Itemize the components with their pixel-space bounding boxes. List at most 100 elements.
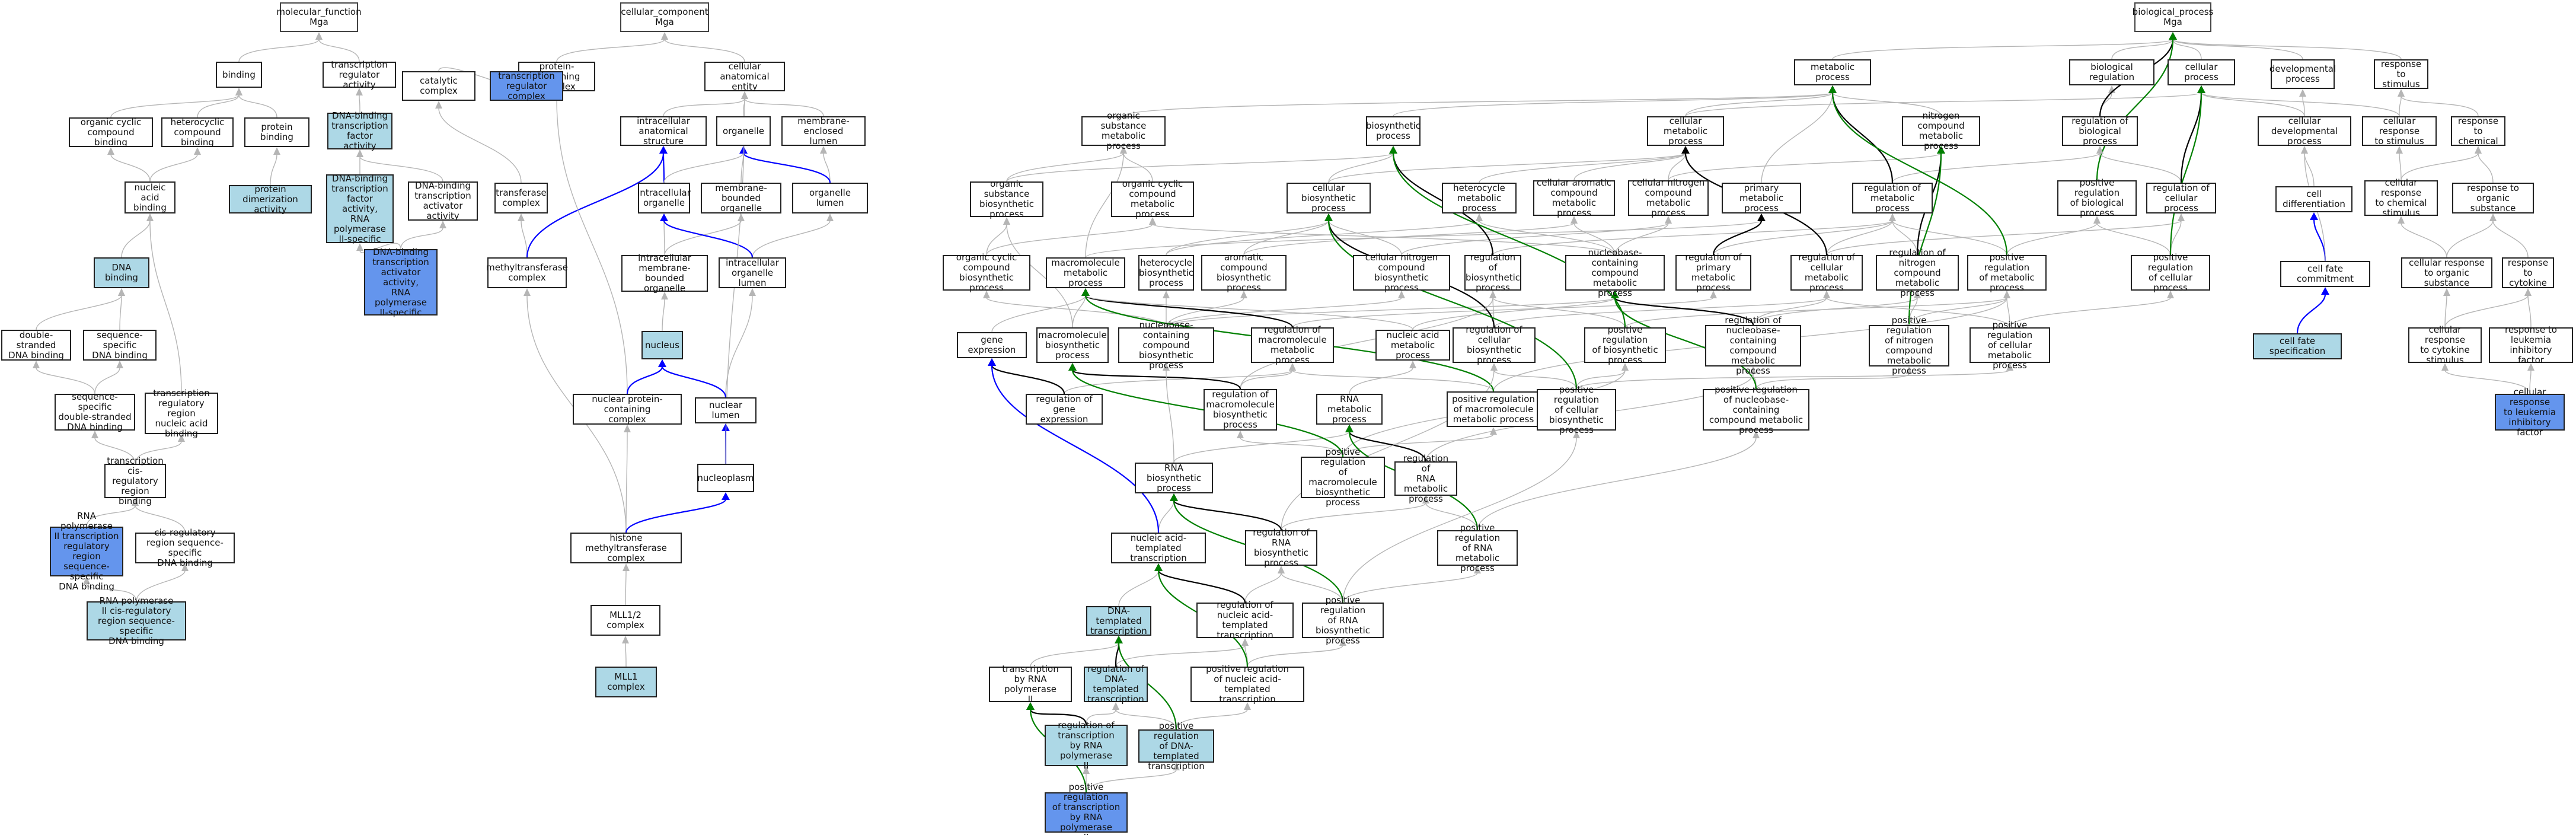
node-binding[interactable]: binding: [216, 62, 262, 88]
node-transcription-cis-regulatory-region-binding[interactable]: transcription cis-regulatory region bind…: [104, 455, 166, 506]
node-dna-templated-transcription[interactable]: DNA-templated transcription: [1086, 605, 1151, 636]
node-positive-regulation-of-macromolecule-metabolic-process[interactable]: positive regulation of macromolecule met…: [1447, 391, 1540, 427]
node-regulation-of-cellular-metabolic-process[interactable]: regulation of cellular metabolic process: [1790, 253, 1863, 293]
node-regulation-of-gene-expression[interactable]: regulation of gene expression: [1026, 394, 1103, 425]
node-organic-cyclic-compound-metabolic-process[interactable]: organic cyclic compound metabolic proces…: [1111, 179, 1194, 219]
node-cell-differentiation[interactable]: cell differentiation: [2275, 186, 2352, 212]
node-positive-regulation-of-transcription-by-rna-polymerase-ii[interactable]: positive regulation of transcription by …: [1045, 782, 1128, 835]
node-positive-regulation-of-cellular-metabolic-process[interactable]: positive regulation of cellular metaboli…: [1969, 320, 2050, 370]
node-catalytic-complex[interactable]: catalytic complex: [402, 71, 475, 101]
node-organelle-lumen[interactable]: organelle lumen: [792, 183, 868, 213]
node-cellular-response-to-leukemia-inhibitory-factor[interactable]: cellular response to leukemia inhibitory…: [2495, 387, 2565, 437]
node-cellular-response-to-cytokine-stimulus[interactable]: cellular response to cytokine stimulus: [2408, 325, 2482, 365]
node-nuclear-lumen[interactable]: nuclear lumen: [695, 397, 756, 423]
node-transcription-regulator-complex[interactable]: transcription regulator complex: [490, 71, 563, 101]
node-pol2-cis-regulatory-region-binding[interactable]: RNA polymerase II cis-regulatory region …: [87, 595, 186, 646]
node-positive-regulation-of-cellular-process[interactable]: positive regulation of cellular process: [2131, 253, 2210, 293]
node-cellular-response-to-organic-substance[interactable]: cellular response to organic substance: [2401, 257, 2492, 288]
node-mf-root[interactable]: molecular_function Mga: [276, 2, 362, 32]
node-cis-regulatory-region-dna-binding[interactable]: cis-regulatory region sequence-specific …: [135, 528, 235, 568]
node-nitrogen-compound-metabolic-process[interactable]: nitrogen compound metabolic process: [1902, 111, 1980, 151]
node-organelle[interactable]: organelle: [716, 116, 771, 146]
node-nucleic-acid-templated-transcription[interactable]: nucleic acid-templated transcription: [1111, 533, 1206, 563]
node-biosynthetic-process[interactable]: biosynthetic process: [1366, 116, 1421, 146]
node-regulation-of-biosynthetic-process[interactable]: regulation of biosynthetic process: [1464, 253, 1521, 293]
node-double-stranded-dna-binding[interactable]: double-stranded DNA binding: [1, 330, 71, 361]
node-positive-regulation-of-macromolecule-biosynthetic-process[interactable]: positive regulation of macromolecule bio…: [1301, 447, 1385, 508]
node-biological-regulation[interactable]: biological regulation: [2069, 59, 2154, 85]
node-nucleoplasm[interactable]: nucleoplasm: [697, 464, 754, 492]
node-nucleic-acid-metabolic-process[interactable]: nucleic acid metabolic process: [1375, 330, 1450, 361]
node-nuclear-protein-containing-complex[interactable]: nuclear protein-containing complex: [573, 394, 682, 425]
node-transcription-by-rna-polymerase-ii[interactable]: transcription by RNA polymerase II: [989, 664, 1072, 705]
node-regulation-of-nucleobase-containing-compound-metabolic-process[interactable]: regulation of nucleobase-containing comp…: [1705, 315, 1801, 376]
node-regulation-of-primary-metabolic-process[interactable]: regulation of primary metabolic process: [1675, 253, 1751, 293]
node-histone-methyltransferase-complex[interactable]: histone methyltransferase complex: [570, 533, 682, 563]
node-transcription-regulatory-region-binding[interactable]: transcription regulatory region nucleic …: [145, 388, 218, 438]
node-regulation-of-nitrogen-compound-metabolic-process[interactable]: regulation of nitrogen compound metaboli…: [1876, 247, 1959, 298]
node-response-to-leukemia-inhibitory-factor[interactable]: response to leukemia inhibitory factor: [2489, 325, 2573, 365]
node-methyltransferase-complex[interactable]: methyltransferase complex: [486, 257, 568, 288]
node-protein-dimerization-activity[interactable]: protein dimerization activity: [229, 184, 312, 214]
node-heterocycle-metabolic-process[interactable]: heterocycle metabolic process: [1442, 183, 1517, 213]
node-response-to-stimulus[interactable]: response to stimulus: [2374, 59, 2428, 89]
node-response-to-organic-substance[interactable]: response to organic substance: [2452, 183, 2534, 213]
node-intracellular-organelle-lumen[interactable]: intracellular organelle lumen: [719, 257, 786, 288]
node-cellular-response-to-chemical-stimulus[interactable]: cellular response to chemical stimulus: [2364, 178, 2438, 218]
node-nucleobase-containing-compound-metabolic-process[interactable]: nucleobase-containing compound metabolic…: [1565, 247, 1665, 298]
node-pol2-transcription-regulatory-region-binding[interactable]: RNA polymerase II transcription regulato…: [50, 511, 123, 592]
node-mll1-complex[interactable]: MLL1 complex: [595, 667, 657, 697]
node-cellular-nitrogen-compound-biosynthetic-process[interactable]: cellular nitrogen compound biosynthetic …: [1353, 253, 1450, 293]
node-metabolic-process[interactable]: metabolic process: [1794, 59, 1871, 85]
node-dna-binding-activator-activity-pol2[interactable]: DNA-binding transcription activator acti…: [364, 247, 438, 317]
node-dna-binding[interactable]: DNA binding: [94, 257, 149, 288]
node-regulation-of-macromolecule-biosynthetic-process[interactable]: regulation of macromolecule biosynthetic…: [1204, 389, 1277, 431]
node-regulation-of-nucleic-acid-templated-transcription[interactable]: regulation of nucleic acid-templated tra…: [1196, 600, 1294, 640]
node-cellular-process[interactable]: cellular process: [2168, 59, 2235, 85]
node-positive-regulation-of-biological-process[interactable]: positive regulation of biological proces…: [2057, 178, 2137, 218]
node-heterocyclic-compound-binding[interactable]: heterocyclic compound binding: [161, 117, 234, 147]
node-positive-regulation-of-nucleic-acid-templated-transcription[interactable]: positive regulation of nucleic acid-temp…: [1190, 664, 1304, 705]
node-regulation-of-macromolecule-metabolic-process[interactable]: regulation of macromolecule metabolic pr…: [1251, 325, 1334, 365]
node-organic-substance-biosynthetic-process[interactable]: organic substance biosynthetic process: [970, 179, 1043, 219]
node-membrane-enclosed-lumen[interactable]: membrane-enclosed lumen: [781, 116, 866, 146]
node-regulation-of-rna-biosynthetic-process[interactable]: regulation of RNA biosynthetic process: [1245, 528, 1317, 568]
node-organic-cyclic-compound-binding[interactable]: organic cyclic compound binding: [69, 117, 153, 147]
node-regulation-of-dna-templated-transcription[interactable]: regulation of DNA-templated transcriptio…: [1084, 664, 1148, 705]
node-positive-regulation-of-nucleobase-containing-compound-metabolic-process[interactable]: positive regulation of nucleobase-contai…: [1703, 384, 1809, 435]
node-cell-fate-specification[interactable]: cell fate specification: [2253, 333, 2342, 359]
node-cellular-metabolic-process[interactable]: cellular metabolic process: [1647, 116, 1724, 146]
node-positive-regulation-of-nitrogen-compound-metabolic-process[interactable]: positive regulation of nitrogen compound…: [1869, 315, 1949, 376]
node-cc-root[interactable]: cellular_component Mga: [620, 2, 709, 32]
node-nucleus[interactable]: nucleus: [641, 331, 683, 359]
node-dna-binding-tf-activity-pol2[interactable]: DNA-binding transcription factor activit…: [326, 173, 394, 244]
node-macromolecule-metabolic-process[interactable]: macromolecule metabolic process: [1046, 257, 1125, 288]
node-nucleobase-containing-compound-biosynthetic-process[interactable]: nucleobase-containing compound biosynthe…: [1118, 320, 1214, 370]
node-macromolecule-biosynthetic-process[interactable]: macromolecule biosynthetic process: [1036, 327, 1109, 363]
node-positive-regulation-of-metabolic-process[interactable]: positive regulation of metabolic process: [1967, 253, 2047, 293]
node-cellular-biosynthetic-process[interactable]: cellular biosynthetic process: [1287, 183, 1371, 213]
node-primary-metabolic-process[interactable]: primary metabolic process: [1722, 183, 1801, 213]
node-organic-substance-metabolic-process[interactable]: organic substance metabolic process: [1081, 111, 1166, 151]
node-regulation-of-rna-metabolic-process[interactable]: regulation of RNA metabolic process: [1394, 453, 1457, 503]
node-rna-biosynthetic-process[interactable]: RNA biosynthetic process: [1135, 463, 1213, 493]
node-gene-expression[interactable]: gene expression: [957, 332, 1027, 358]
node-positive-regulation-of-cellular-biosynthetic-process[interactable]: positive regulation of cellular biosynth…: [1537, 384, 1616, 435]
node-regulation-of-cellular-biosynthetic-process[interactable]: regulation of cellular biosynthetic proc…: [1453, 325, 1536, 365]
node-protein-binding[interactable]: protein binding: [244, 117, 309, 147]
node-organic-cyclic-compound-biosynthetic-process[interactable]: organic cyclic compound biosynthetic pro…: [943, 253, 1030, 293]
node-positive-regulation-of-rna-biosynthetic-process[interactable]: positive regulation of RNA biosynthetic …: [1302, 595, 1384, 645]
node-aromatic-compound-biosynthetic-process[interactable]: aromatic compound biosynthetic process: [1201, 253, 1287, 293]
node-intracellular-membrane-bounded-organelle[interactable]: intracellular membrane-bounded organelle: [621, 253, 708, 294]
node-transferase-complex[interactable]: transferase complex: [494, 183, 548, 213]
node-regulation-of-biological-process[interactable]: regulation of biological process: [2062, 116, 2138, 146]
node-heterocycle-biosynthetic-process[interactable]: heterocycle biosynthetic process: [1138, 255, 1194, 291]
node-intracellular-anatomical-structure[interactable]: intracellular anatomical structure: [620, 116, 707, 146]
node-mll1-2-complex[interactable]: MLL1/2 complex: [590, 605, 660, 636]
node-rna-metabolic-process[interactable]: RNA metabolic process: [1316, 394, 1383, 425]
node-cellular-nitrogen-compound-metabolic-process[interactable]: cellular nitrogen compound metabolic pro…: [1628, 178, 1709, 218]
node-cell-fate-commitment[interactable]: cell fate commitment: [2280, 261, 2370, 287]
node-positive-regulation-of-rna-metabolic-process[interactable]: positive regulation of RNA metabolic pro…: [1437, 522, 1518, 573]
node-cellular-developmental-process[interactable]: cellular developmental process: [2258, 116, 2351, 146]
node-regulation-of-cellular-process[interactable]: regulation of cellular process: [2146, 183, 2216, 213]
